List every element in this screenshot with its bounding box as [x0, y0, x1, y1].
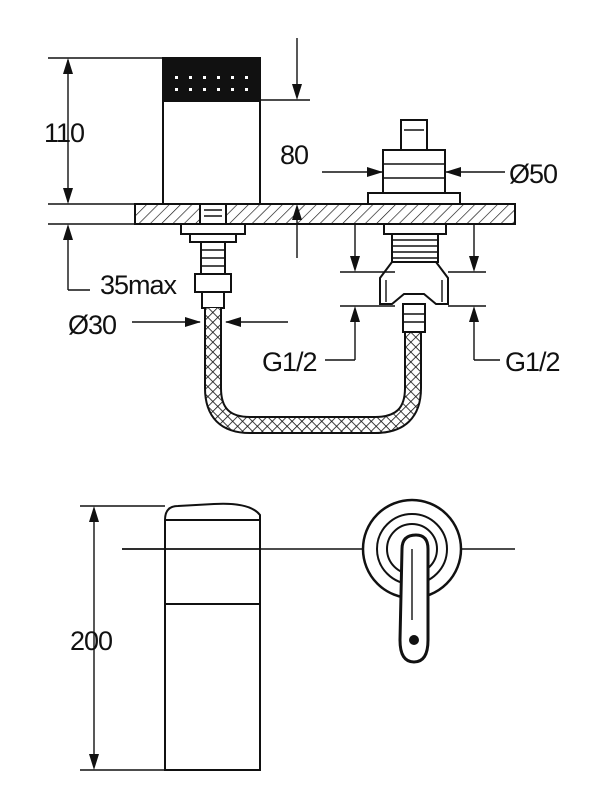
label-80: 80 [280, 140, 308, 170]
countertop [134, 203, 516, 225]
spout-body [162, 57, 261, 205]
mixer-valve [367, 119, 461, 333]
dim-thread-left: G1/2 [262, 224, 395, 377]
label-thread-right: G1/2 [505, 347, 560, 377]
dim-80: 80 [260, 38, 310, 258]
mixer-handle-top [361, 498, 463, 664]
label-110: 110 [44, 118, 84, 148]
label-diameter-50: Ø50 [509, 159, 557, 189]
dim-diameter-30: Ø30 [68, 310, 288, 340]
spout-top-profile [122, 502, 261, 771]
dim-35max: 35max [63, 224, 179, 300]
label-35max: 35max [100, 270, 178, 300]
dim-110: 110 [44, 57, 163, 204]
side-view: 110 80 35max Ø30 [44, 38, 561, 434]
top-view: 200 [70, 498, 515, 771]
dim-thread-right: G1/2 [448, 224, 561, 377]
label-thread-left: G1/2 [262, 347, 317, 377]
label-200: 200 [70, 626, 112, 656]
dim-200: 200 [70, 505, 165, 771]
dim-diameter-50: Ø50 [322, 159, 558, 189]
label-diameter-30: Ø30 [68, 310, 116, 340]
spout-shank [180, 203, 246, 309]
